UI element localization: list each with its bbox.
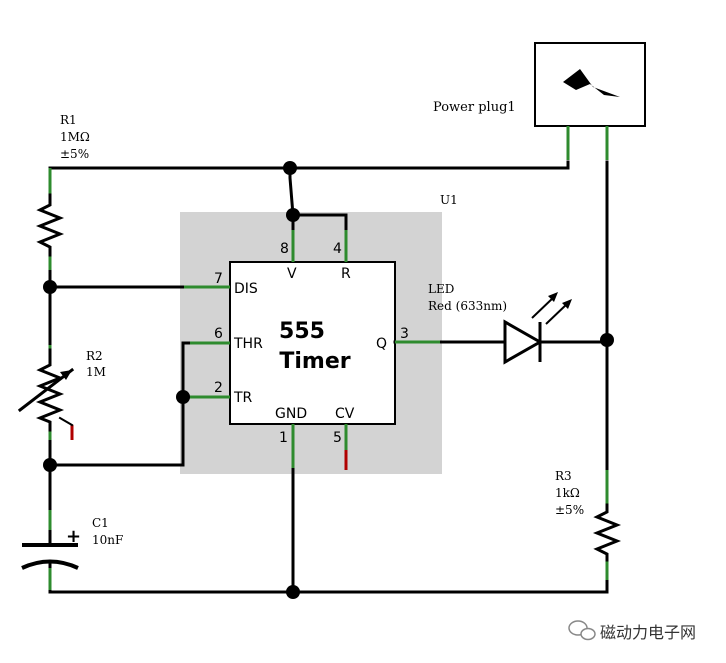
power-plug-box bbox=[534, 42, 646, 127]
pin3-number: 3 bbox=[400, 326, 409, 342]
wechat-icon bbox=[568, 620, 596, 641]
u1-title-timer: Timer bbox=[279, 349, 350, 374]
r1-tolerance: ±5% bbox=[60, 147, 89, 161]
pin5-number: 5 bbox=[333, 430, 342, 446]
pin5-label: CV bbox=[335, 406, 355, 422]
r3-tolerance: ±5% bbox=[555, 503, 584, 517]
pin6-number: 6 bbox=[214, 326, 223, 342]
r2-wiper-arrow bbox=[17, 367, 75, 413]
lightning-bolt-icon bbox=[563, 69, 620, 97]
r1-name: R1 bbox=[60, 113, 77, 127]
pin2-label: TR bbox=[233, 390, 253, 406]
r1-resistor bbox=[35, 193, 65, 257]
led-description: Red (633nm) bbox=[428, 299, 507, 313]
r2-value: 1M bbox=[86, 365, 106, 379]
r2-potentiometer bbox=[35, 348, 65, 432]
c1-capacitor bbox=[21, 530, 79, 570]
pin-stubs bbox=[48, 126, 609, 590]
led-name: LED bbox=[428, 282, 454, 296]
pin7-number: 7 bbox=[214, 271, 223, 287]
c1-name: C1 bbox=[92, 516, 109, 530]
r3-value: 1kΩ bbox=[555, 486, 580, 500]
pin8-number: 8 bbox=[280, 241, 289, 257]
pin1-number: 1 bbox=[279, 430, 288, 446]
pin2-number: 2 bbox=[214, 380, 223, 396]
pin4-label: R bbox=[341, 266, 351, 282]
r3-resistor bbox=[592, 503, 622, 562]
power-plug-label: Power plug1 bbox=[433, 100, 516, 115]
pin4-number: 4 bbox=[333, 241, 342, 257]
c1-polarity: + bbox=[66, 526, 81, 547]
wires bbox=[48, 160, 609, 594]
pin8-label: V bbox=[287, 266, 297, 282]
u1-title-555: 555 bbox=[279, 319, 325, 344]
led-diode bbox=[503, 292, 572, 365]
r3-name: R3 bbox=[555, 469, 572, 483]
pin3-label: Q bbox=[376, 336, 387, 352]
pin7-label: DIS bbox=[234, 281, 258, 297]
watermark-text: 磁动力电子网 bbox=[600, 623, 696, 642]
u1-label: U1 bbox=[440, 193, 458, 207]
pin6-label: THR bbox=[233, 336, 263, 352]
u1-chip-body bbox=[229, 261, 396, 425]
c1-value: 10nF bbox=[92, 533, 123, 547]
r1-value: 1MΩ bbox=[60, 130, 90, 144]
r2-name: R2 bbox=[86, 349, 103, 363]
junction-dots bbox=[43, 161, 614, 599]
pin1-label: GND bbox=[275, 406, 307, 422]
